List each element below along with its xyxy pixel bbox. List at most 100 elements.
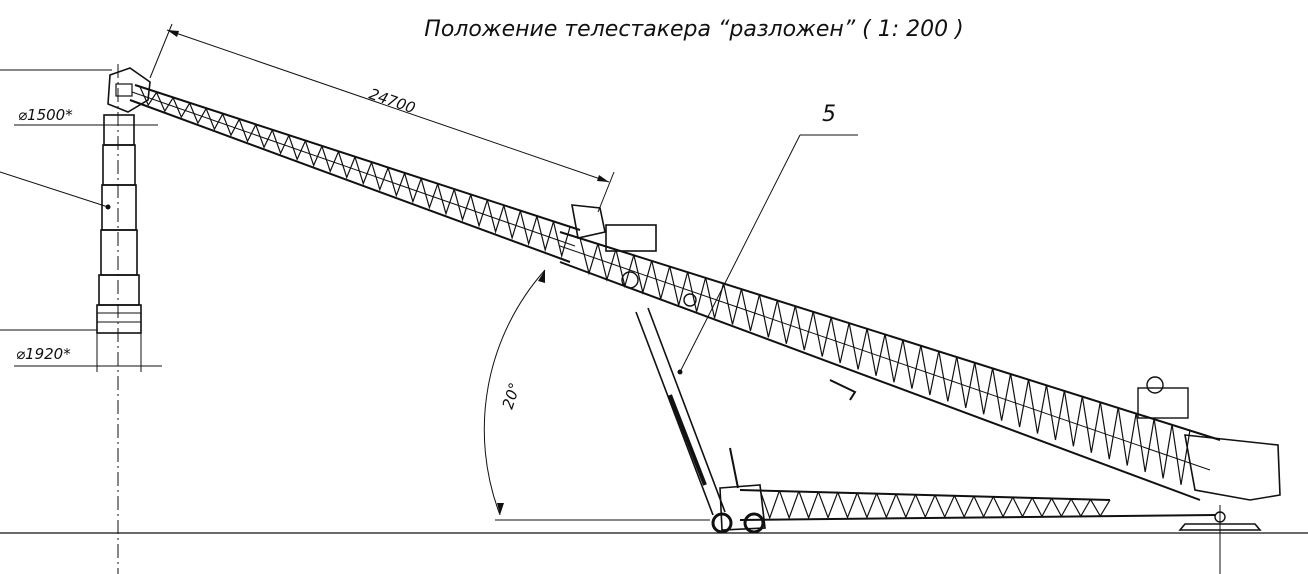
boom-length-label: 24700 <box>367 85 418 118</box>
truss-member <box>759 489 781 520</box>
truss-member <box>651 260 671 300</box>
chute-section-6 <box>96 304 142 334</box>
truss-member <box>856 492 878 520</box>
truss-member <box>1027 379 1048 434</box>
angle-dimension: 20° <box>483 269 710 521</box>
wheel-rear <box>743 512 765 534</box>
callout-5-label: 5 <box>822 102 836 127</box>
truss-member <box>1031 497 1053 518</box>
truss-member <box>866 328 886 376</box>
hydraulic-strut <box>635 307 726 516</box>
truss-member <box>1171 424 1191 485</box>
truss-member <box>370 162 389 192</box>
truss-member <box>776 299 796 344</box>
truss-member <box>1099 401 1119 460</box>
upper-boom <box>107 67 581 263</box>
truss-member <box>884 333 904 383</box>
truss-member <box>705 277 725 319</box>
tail-support <box>1178 523 1262 531</box>
chute-section-2 <box>102 144 136 186</box>
truss-member <box>321 146 340 174</box>
truss-member <box>1135 412 1155 473</box>
truss-member <box>536 216 555 253</box>
truss-member <box>172 97 191 119</box>
truss-member <box>1051 498 1072 518</box>
truss-member <box>973 495 994 519</box>
chassis <box>711 447 1262 574</box>
truss-member <box>155 92 174 113</box>
truss-member <box>519 210 538 247</box>
truss-member <box>222 113 240 137</box>
truss-member <box>633 254 653 295</box>
truss-member <box>1012 496 1033 518</box>
chute-section-1 <box>103 114 135 146</box>
truss-member <box>337 151 356 180</box>
boom-head <box>107 67 151 113</box>
truss-member <box>189 102 207 125</box>
main-boom <box>559 204 1281 501</box>
truss-member <box>404 172 422 204</box>
callout-5: 5 <box>677 102 858 375</box>
truss-member <box>687 271 707 312</box>
truss-member <box>830 316 850 364</box>
chute-section-4 <box>100 229 138 276</box>
truss-member <box>974 362 994 415</box>
truss-member <box>552 221 571 259</box>
truss-member <box>503 205 521 241</box>
truss-member <box>304 140 323 168</box>
truss-member <box>902 339 922 389</box>
angle-label: 20° <box>499 380 524 411</box>
truss-member <box>1090 499 1111 518</box>
truss-member <box>1070 498 1092 518</box>
tail-section <box>1184 434 1281 501</box>
truss-member <box>597 243 617 282</box>
truss-member <box>579 237 599 276</box>
truss-member <box>794 305 814 351</box>
truss-member <box>255 124 273 149</box>
truss-member <box>812 311 832 357</box>
truss-member <box>437 183 455 216</box>
truss-member <box>139 86 158 107</box>
truss-member <box>915 494 936 519</box>
chute-section-5 <box>98 274 140 306</box>
truss-member <box>778 490 800 520</box>
truss-member <box>837 492 858 520</box>
truss-member <box>1117 407 1137 466</box>
truss-member <box>992 496 1014 518</box>
truss-member <box>895 493 917 519</box>
truss-member <box>798 490 819 520</box>
truss-member <box>271 129 290 155</box>
truss-member <box>669 266 689 306</box>
truss-member <box>992 367 1012 421</box>
motor-unit <box>1137 387 1189 419</box>
truss-member <box>934 494 955 519</box>
truss-member <box>1009 373 1030 428</box>
truss-member <box>848 322 868 370</box>
truss-member <box>453 189 472 222</box>
truss-member <box>938 350 958 402</box>
diameter-1920-label: ⌀1920* <box>16 345 71 363</box>
truss-member <box>205 108 224 131</box>
diameter-1500-label: ⌀1500* <box>18 106 73 124</box>
chute-leader-line <box>0 171 109 208</box>
truss-member <box>817 491 839 520</box>
drawing-title: Положение телестакера “разложен” ( 1: 20… <box>424 17 963 42</box>
drive-housing <box>605 224 657 252</box>
truss-member <box>953 495 975 519</box>
truss-member <box>486 199 505 235</box>
truss-member <box>740 288 760 332</box>
truss-member <box>956 356 976 408</box>
truss-member <box>387 167 406 198</box>
truss-member <box>238 119 257 143</box>
truss-member <box>876 493 897 519</box>
transfer-hopper <box>571 204 606 239</box>
wheel-front <box>711 512 733 534</box>
truss-member <box>722 283 743 325</box>
truss-member <box>420 178 439 210</box>
telescopic-chute <box>0 64 142 574</box>
truss-member <box>920 345 940 396</box>
diameter-dimensions: ⌀1500* ⌀1920* <box>0 69 162 372</box>
truss-member <box>1153 418 1173 479</box>
truss-member <box>1081 396 1101 453</box>
